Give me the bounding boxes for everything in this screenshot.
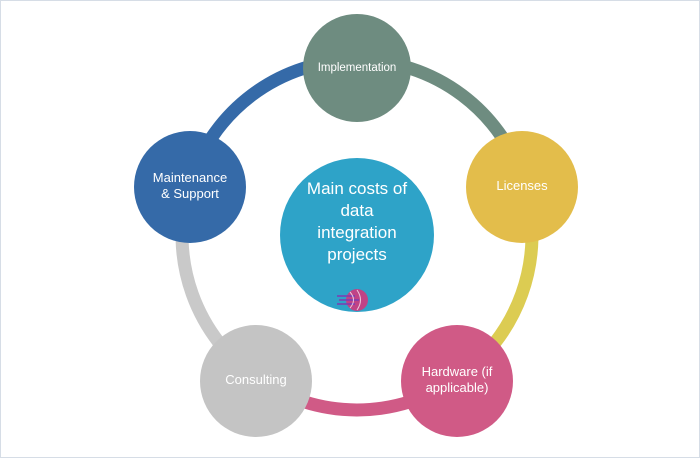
node-label-line: Implementation	[318, 62, 397, 74]
node-implementation: Implementation	[303, 14, 411, 122]
node-circle-maintenance	[134, 131, 246, 243]
center-title-line: data	[340, 201, 374, 220]
node-licenses: Licenses	[466, 131, 578, 243]
node-label-licenses: Licenses	[496, 178, 548, 193]
logo-icon	[337, 289, 368, 311]
node-label-line: applicable)	[426, 380, 489, 395]
node-label-consulting: Consulting	[225, 372, 286, 387]
node-circle-hardware	[401, 325, 513, 437]
node-label-line: Hardware (if	[422, 364, 493, 379]
node-label-line: Maintenance	[153, 170, 227, 185]
node-label-line: Licenses	[496, 178, 548, 193]
node-label-line: & Support	[161, 186, 219, 201]
center-title-line: integration	[317, 223, 396, 242]
node-label-line: Consulting	[225, 372, 286, 387]
center-title: Main costs of data integration projects	[307, 179, 407, 264]
node-label-implementation: Implementation	[318, 62, 397, 74]
node-consulting: Consulting	[200, 325, 312, 437]
center-title-line: Main costs of	[307, 179, 407, 198]
node-circle-consulting	[200, 325, 312, 437]
node-maintenance: Maintenance& Support	[134, 131, 246, 243]
node-label-maintenance: Maintenance& Support	[153, 170, 227, 201]
node-circle-implementation	[303, 14, 411, 122]
center-title-line: projects	[327, 245, 387, 264]
node-circle-licenses	[466, 131, 578, 243]
center-circle: Main costs of data integration projects	[280, 158, 434, 312]
